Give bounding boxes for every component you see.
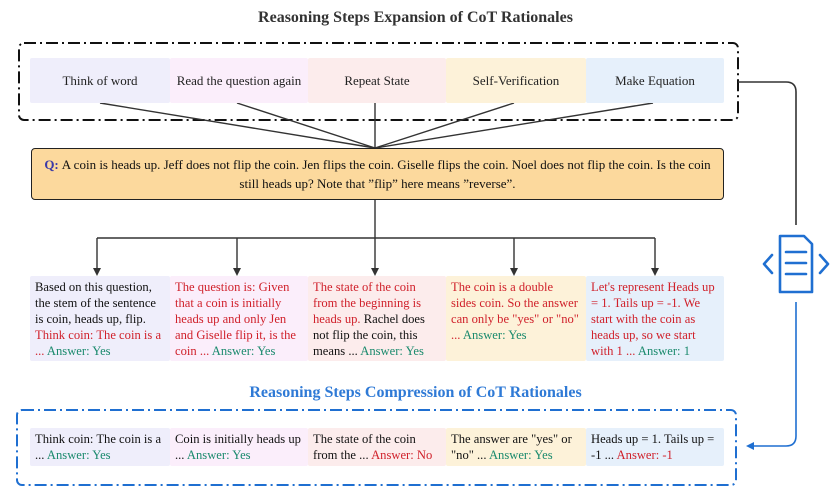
answer-text: Answer: Yes: [211, 344, 276, 358]
rationale-box: The question is: Given that a coin is in…: [170, 276, 308, 361]
answer-text: Answer: Yes: [186, 448, 251, 462]
question-text: A coin is heads up. Jeff does not flip t…: [61, 157, 711, 191]
compressed-box: Think coin: The coin is a ... Answer: Ye…: [30, 428, 170, 466]
compressed-box: Heads up = 1. Tails up = -1 ... Answer: …: [586, 428, 724, 466]
rationale-text: The state of the coin from the ...: [313, 432, 416, 462]
strategy-self-verification: Self-Verification: [446, 58, 586, 103]
rationale-text: Heads up = 1. Tails up = -1 ...: [591, 432, 715, 462]
route-line-bottom: [746, 302, 797, 450]
compressed-box: The state of the coin from the ... Answe…: [308, 428, 446, 466]
answer-text: Answer: Yes: [360, 344, 424, 358]
compression-frame: [16, 409, 737, 486]
strategy-label: Think of word: [62, 72, 138, 88]
strategy-repeat-state: Repeat State: [308, 58, 446, 103]
answer-text: Answer: Yes: [462, 328, 527, 342]
rationale-box: The state of the coin from the beginning…: [308, 276, 446, 361]
question-box: Q:A coin is heads up. Jeff does not flip…: [31, 148, 724, 200]
rationale-text: The answer are "yes" or "no" ...: [451, 432, 572, 462]
branch-tree: [93, 200, 659, 276]
answer-text: Answer: 1: [637, 344, 691, 358]
strategy-label: Make Equation: [615, 72, 695, 88]
rationale-text: Think coin: The coin is a ...: [35, 328, 162, 358]
rationale-text: Coin is initially heads up ...: [175, 432, 301, 462]
rationale-text: Answer: No: [371, 448, 433, 462]
converging-lines: [99, 102, 654, 149]
rationale-text: Rachel does not flip the coin, this mean…: [313, 312, 425, 358]
rationale-text: The question is: Given that a coin is in…: [175, 280, 297, 358]
route-line-top: [738, 81, 797, 225]
rationale-text: Answer: -1: [616, 448, 673, 462]
rationale-text: Based on this question, the stem of the …: [35, 280, 156, 326]
strategy-label: Self-Verification: [472, 72, 560, 88]
strategy-think-of-word: Think of word: [30, 58, 170, 103]
answer-text: Answer: Yes: [46, 448, 111, 462]
rationale-text: Think coin: The coin is a ...: [35, 432, 162, 462]
strategy-label: Repeat State: [344, 72, 410, 88]
rationale-text: The state of the coin from the beginning…: [313, 280, 422, 326]
compression-title: Reasoning Steps Compression of CoT Ratio…: [249, 384, 582, 401]
strategy-make-equation: Make Equation: [586, 58, 724, 103]
strategy-read-question-again: Read the question again: [170, 58, 308, 103]
compress-document-icon: [762, 234, 830, 294]
question-prefix: Q:: [44, 157, 59, 172]
rationale-box: Let's represent Heads up = 1. Tails up =…: [586, 276, 724, 361]
rationale-box: The coin is a double sides coin. So the …: [446, 276, 586, 361]
rationale-text: The coin is a double sides coin. So the …: [451, 280, 579, 342]
compressed-box: Coin is initially heads up ... Answer: Y…: [170, 428, 308, 466]
expansion-title: Reasoning Steps Expansion of CoT Rationa…: [258, 9, 573, 26]
strategy-label: Read the question again: [176, 72, 302, 88]
answer-text: Answer: Yes: [46, 344, 111, 358]
rationale-box: Based on this question, the stem of the …: [30, 276, 170, 361]
rationale-text: Let's represent Heads up = 1. Tails up =…: [591, 280, 715, 358]
answer-text: Answer: Yes: [488, 448, 553, 462]
compressed-box: The answer are "yes" or "no" ... Answer:…: [446, 428, 586, 466]
